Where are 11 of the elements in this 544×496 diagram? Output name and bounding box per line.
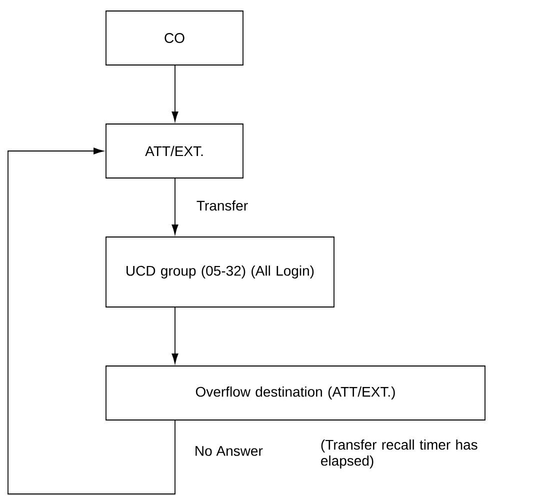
process-box: UCD group (05-32) (All Login) xyxy=(106,236,334,308)
process-box: Overflow destination (ATT/EXT.) xyxy=(106,366,486,420)
edge-label: No Answer xyxy=(193,445,264,457)
arrow xyxy=(172,65,178,122)
arrow xyxy=(8,148,176,494)
note: (Transfer recall timer has elapsed) xyxy=(321,439,478,468)
process-box: CO xyxy=(106,10,244,66)
arrow xyxy=(172,178,178,235)
arrow xyxy=(172,307,178,364)
edge-label: Transfer xyxy=(195,199,250,212)
process-box: ATT/EXT. xyxy=(106,124,244,178)
